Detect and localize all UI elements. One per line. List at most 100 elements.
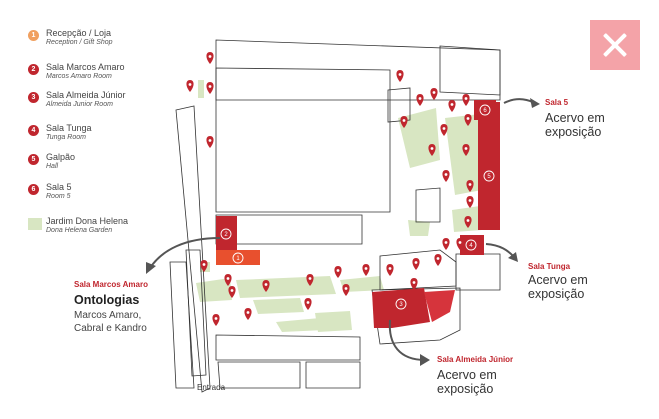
room-number: 4	[469, 243, 473, 249]
legend-subtitle: Room 5	[46, 193, 71, 200]
location-pin-icon	[304, 298, 312, 310]
location-pin-dot	[458, 241, 462, 244]
location-pin-dot	[246, 311, 250, 314]
location-pin-icon	[334, 266, 342, 278]
arrow-to-tunga	[485, 243, 516, 259]
callout-line: Acervo em	[545, 111, 605, 125]
location-pin-icon	[466, 196, 474, 208]
location-pin-dot	[230, 289, 234, 292]
location-pin-icon	[456, 238, 464, 250]
legend-subtitle: Marcos Amaro Room	[46, 73, 112, 80]
room-6	[474, 100, 496, 120]
callout-almeida-junior: Sala Almeida Júnior Acervo em exposição	[437, 355, 513, 396]
arrowhead	[530, 98, 540, 108]
legend-subtitle: Tunga Room	[46, 134, 86, 141]
location-pin-dot	[306, 301, 310, 304]
garden-area	[408, 220, 430, 236]
location-pin-icon	[206, 82, 214, 94]
location-pin-dot	[430, 147, 434, 150]
location-pin-icon	[206, 52, 214, 64]
location-pin-dot	[464, 97, 468, 100]
location-pin-icon	[462, 144, 470, 156]
building-outline	[215, 67, 391, 213]
building-outline	[387, 87, 411, 123]
location-pin-dot	[450, 103, 454, 106]
location-pin-icon	[430, 88, 438, 100]
arrowhead	[508, 252, 518, 262]
location-pin-dot	[336, 269, 340, 272]
location-pin-dot	[344, 287, 348, 290]
garden-area	[340, 276, 384, 292]
room-marker-1	[232, 252, 244, 264]
location-pin-icon	[362, 264, 370, 276]
location-pin-icon	[206, 136, 214, 148]
callout-room: Sala Marcos Amaro	[74, 280, 148, 289]
building-outline	[215, 334, 361, 361]
map-pins	[186, 52, 474, 326]
location-pin-dot	[308, 277, 312, 280]
garden-swatch	[28, 218, 42, 230]
building-outline	[185, 249, 207, 377]
building-outline	[439, 45, 501, 96]
room-4	[460, 235, 484, 255]
callout-room: Sala Tunga	[528, 262, 571, 271]
location-pin-dot	[414, 261, 418, 264]
location-pin-dot	[418, 97, 422, 100]
location-pin-dot	[364, 267, 368, 270]
legend-number-4: 4	[28, 125, 39, 136]
legend-number-2: 2	[28, 64, 39, 75]
building-outline	[455, 253, 501, 291]
callout-room: Sala Almeida Júnior	[437, 355, 514, 364]
legend-title: Sala Almeida Júnior	[46, 90, 126, 100]
location-pin-icon	[442, 170, 450, 182]
room-3-annex	[424, 290, 455, 322]
location-pin-icon	[186, 80, 194, 92]
location-pin-dot	[388, 267, 392, 270]
legend-number-1: 1	[28, 30, 39, 41]
location-pin-icon	[396, 70, 404, 82]
room-marker-2	[220, 228, 232, 240]
room-marker-6	[479, 104, 491, 116]
location-pin-icon	[462, 94, 470, 106]
location-pin-dot	[188, 83, 192, 86]
location-pin-icon	[212, 314, 220, 326]
room-5	[478, 102, 500, 230]
room-number-markers	[220, 104, 495, 310]
location-pin-icon	[400, 116, 408, 128]
legend-title: Galpão	[46, 152, 76, 162]
garden-area	[276, 318, 325, 332]
callout-sala-5: Sala 5 Acervo em exposição	[545, 98, 605, 139]
building-outline	[169, 261, 195, 389]
callout-marcos-amaro: Sala Marcos Amaro Ontologias Marcos Amar…	[74, 280, 148, 335]
building-outline	[415, 187, 441, 223]
close-button[interactable]	[590, 20, 640, 70]
garden-area	[445, 114, 482, 195]
legend-title: Sala Marcos Amaro	[46, 62, 125, 72]
location-pin-icon	[200, 260, 208, 272]
callout-line: exposição	[437, 382, 494, 396]
room-2	[216, 216, 237, 252]
location-pin-icon	[228, 286, 236, 298]
location-pin-icon	[410, 278, 418, 290]
room-number: 2	[224, 232, 228, 238]
location-pin-icon	[466, 180, 474, 192]
legend-number-5: 5	[28, 154, 39, 165]
room-number: 5	[487, 174, 491, 180]
location-pin-dot	[468, 199, 472, 202]
location-pin-dot	[398, 73, 402, 76]
location-pin-icon	[244, 308, 252, 320]
entrance-label: Entrada	[197, 383, 226, 392]
location-pin-icon	[428, 144, 436, 156]
location-pin-dot	[468, 183, 472, 186]
callout-line: Acervo em	[437, 368, 497, 382]
location-pin-icon	[440, 124, 448, 136]
building-outline	[371, 287, 461, 345]
building-outlines	[169, 39, 501, 393]
location-pin-icon	[386, 264, 394, 276]
callout-title: Ontologias	[74, 293, 140, 307]
arrow-to-marcos	[149, 237, 221, 269]
legend-subtitle: Dona Helena Garden	[46, 227, 113, 234]
location-pin-dot	[436, 257, 440, 260]
location-pin-dot	[208, 85, 212, 88]
building-outline	[215, 214, 363, 245]
